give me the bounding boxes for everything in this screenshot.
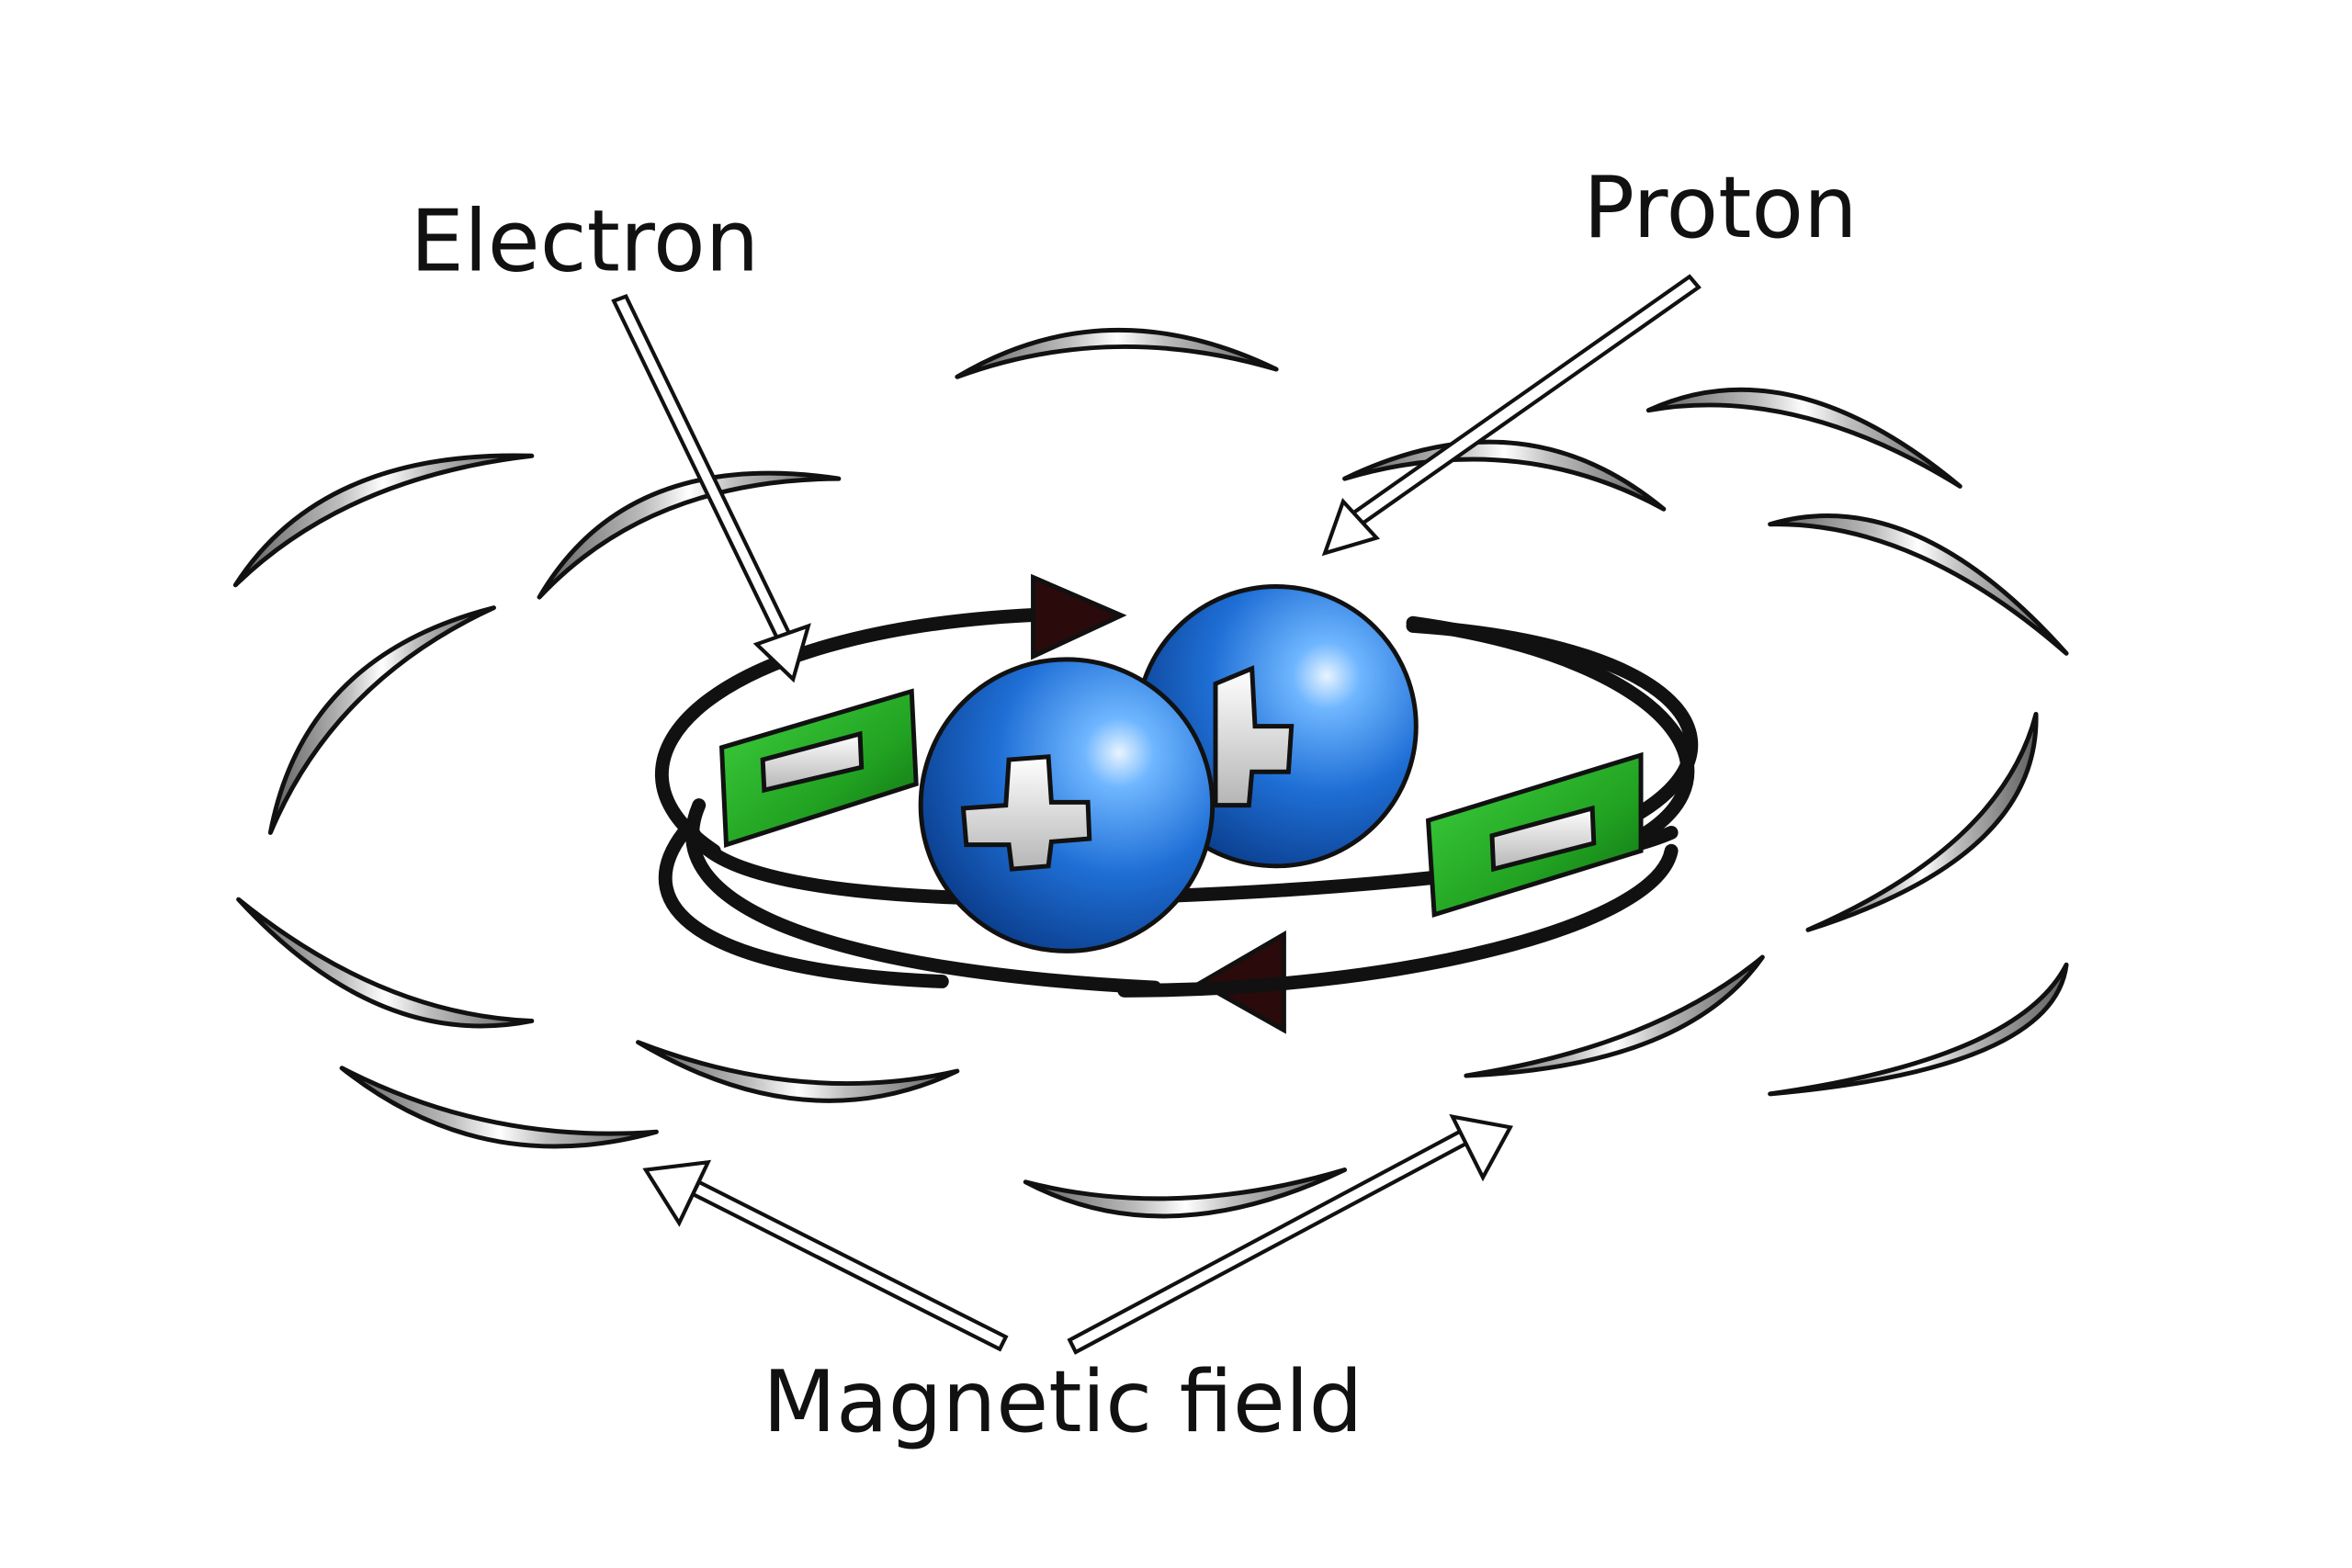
magnetic-field-lines xyxy=(232,328,2069,1219)
magnetic-field-crescent xyxy=(1805,711,2039,932)
magnetic-field-crescent xyxy=(339,1066,659,1149)
orbit-direction-arrowhead xyxy=(1031,573,1127,660)
electron-pointer-arrow xyxy=(611,294,811,683)
pointer-arrows xyxy=(611,274,1702,1355)
proton-charge-symbol xyxy=(1213,665,1295,808)
proton-charge-symbol xyxy=(960,754,1092,872)
electron-label: Electron xyxy=(411,192,760,291)
magnetic-field-crescent xyxy=(955,328,1279,379)
proton-pointer-arrow xyxy=(1321,274,1702,557)
proton-front xyxy=(918,657,1216,953)
electron-right xyxy=(1425,751,1644,919)
magnetic-field-crescent xyxy=(1768,962,2069,1097)
magnetic-field-crescent xyxy=(232,453,535,588)
magnetic-field-crescent xyxy=(1023,1168,1348,1219)
magnetic-field-crescent xyxy=(636,1040,960,1103)
electron-charge-symbol xyxy=(760,730,865,794)
magnetic-field-pointer-arrow-right xyxy=(1067,1113,1514,1355)
magnetic-field-crescent xyxy=(1768,513,2069,656)
proton-label: Proton xyxy=(1583,158,1858,257)
magnetic-field-crescent xyxy=(267,605,496,835)
magnetic-field-crescent xyxy=(537,470,842,600)
magnetic-field-crescent xyxy=(1464,954,1765,1078)
magnetic-field-pointer-arrow-left xyxy=(642,1159,1009,1352)
magnetic-field-label: Magnetic field xyxy=(763,1352,1363,1451)
magnetic-field-crescent xyxy=(236,897,535,1029)
electron-left xyxy=(718,688,919,848)
magnetic-field-crescent xyxy=(1645,387,1962,489)
electron-charge-symbol xyxy=(1489,805,1597,873)
